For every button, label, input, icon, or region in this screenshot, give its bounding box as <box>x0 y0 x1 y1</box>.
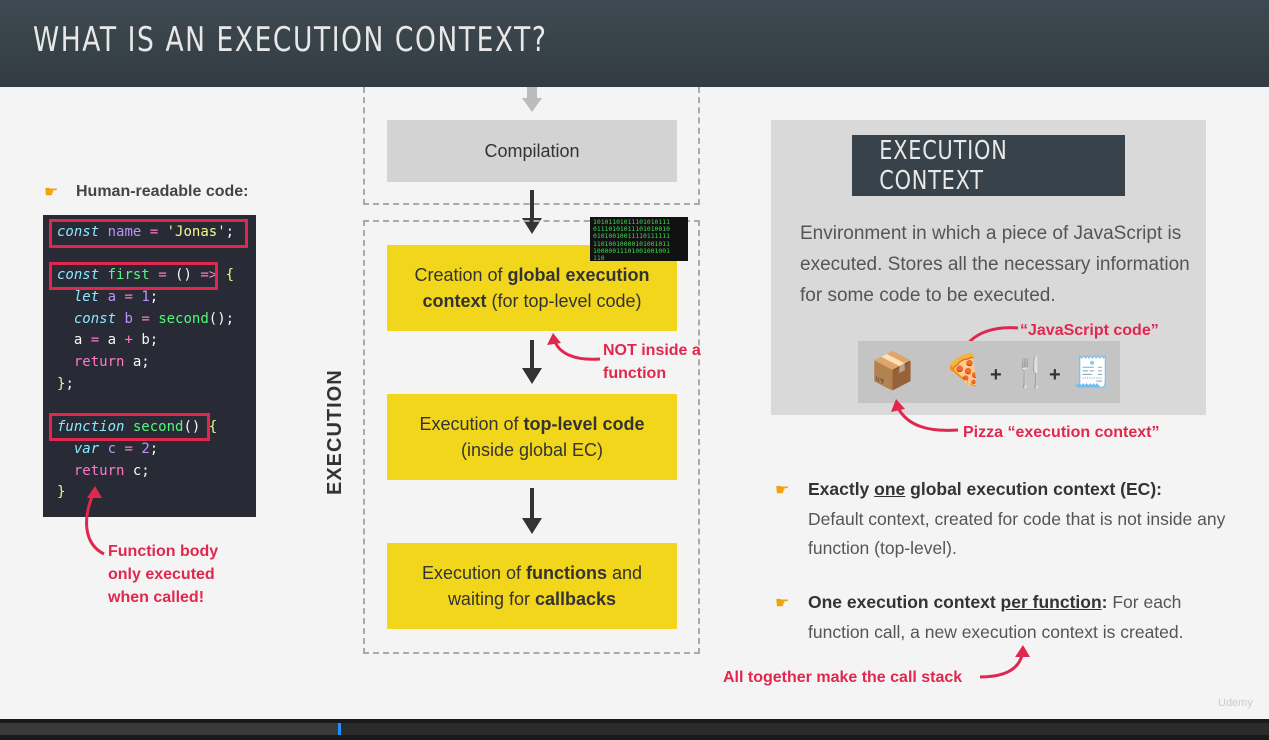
pointing-hand-icon: ☛ <box>775 482 790 499</box>
creation-gec-box: Creation of global execution context (fo… <box>387 245 677 331</box>
ec-description: Environment in which a piece of JavaScri… <box>800 223 1190 306</box>
call-stack-note: All together make the call stack <box>723 669 963 686</box>
udemy-watermark: Udemy <box>1218 697 1253 709</box>
bullet-per-function: One execution context per function: For … <box>808 588 1228 647</box>
ec-title: EXECUTION CONTEXT <box>852 135 1125 196</box>
receipt-icon: 🧾 <box>1073 356 1111 389</box>
title-bar: WHAT IS AN EXECUTION CONTEXT? <box>0 0 1269 87</box>
step3-bold: functions <box>526 563 607 583</box>
code-line: function second() { <box>57 419 218 436</box>
curved-arrow-icon <box>979 645 1030 679</box>
highlight-box <box>49 413 210 441</box>
pointing-hand-icon: ☛ <box>44 184 59 201</box>
code-line: let a = 1; <box>73 289 159 306</box>
bullet1-lead: Exactly <box>808 479 875 499</box>
execution-frame <box>363 220 700 654</box>
video-progress-bar[interactable] <box>0 719 1269 740</box>
down-arrow-icon <box>522 488 542 534</box>
execution-label: EXECUTION <box>324 369 346 495</box>
curved-arrow-icon <box>85 486 105 556</box>
function-body-note: Function body only executed when called! <box>108 543 219 606</box>
bullet2-lead: One execution context <box>808 592 1001 612</box>
step1-text-end: (for top-level code) <box>486 291 642 311</box>
box-icon: 📦 <box>870 350 915 391</box>
code-line: } <box>57 484 66 501</box>
binary-code-image: 10101101011101010111 0111010101110101001… <box>590 217 688 261</box>
execution-functions-box: Execution of functions and waiting for c… <box>387 543 677 629</box>
down-arrow-icon <box>522 190 542 234</box>
plus-sign: + <box>1049 364 1061 386</box>
code-line: return c; <box>73 462 150 479</box>
step2-text-end: (inside global EC) <box>460 440 604 460</box>
ec-title-text: EXECUTION CONTEXT <box>879 135 1008 196</box>
bullet2-underline: per function <box>1000 592 1102 612</box>
code-line: var c = 2; <box>73 440 159 457</box>
highlight-box <box>49 262 218 290</box>
js-code-note: “JavaScript code” <box>1020 322 1159 339</box>
arrow-stem <box>527 87 537 99</box>
pizza-ec-note: Pizza “execution context” <box>963 424 1160 441</box>
bullet1-lead-end: global execution context (EC): <box>905 479 1162 499</box>
cutlery-icon: 🍴 <box>1012 356 1050 389</box>
plus-sign: + <box>990 364 1002 386</box>
progress-played <box>0 723 338 735</box>
pizza-analogy-strip <box>858 341 1120 403</box>
pointing-hand-icon: ☛ <box>775 595 790 612</box>
compilation-box: Compilation <box>387 120 677 182</box>
bullet2-text: For each function call, a new execution … <box>808 592 1184 642</box>
code-line: const name = 'Jonas'; <box>57 224 235 240</box>
step3-text: Execution of <box>421 563 526 583</box>
step3-bold-end: callbacks <box>534 589 617 609</box>
step1-text: Creation of <box>414 265 508 285</box>
step1-bold: global execution context <box>422 265 650 311</box>
not-inside-note: NOT inside a function <box>603 342 701 382</box>
code-line: }; <box>57 375 74 392</box>
slide-title: WHAT IS AN EXECUTION CONTEXT? <box>33 20 548 60</box>
code-line: a = a + b; <box>57 332 159 349</box>
code-line: const first = () => { <box>57 267 235 284</box>
code-line: const b = second(); <box>73 310 235 327</box>
bullet1-text: Default context, created for code that i… <box>808 508 1226 559</box>
down-arrow-icon <box>522 98 542 112</box>
progress-scrubber[interactable] <box>337 723 341 735</box>
human-readable-label: Human-readable code: <box>76 183 249 200</box>
execution-top-level-box: Execution of top-level code (inside globa… <box>387 394 677 480</box>
pizza-icon: 🍕 <box>945 354 983 387</box>
curved-arrow-icon <box>891 399 959 432</box>
curved-arrow-icon <box>547 333 601 361</box>
highlight-box <box>49 219 248 248</box>
step3-text-mid: and waiting for <box>447 563 643 609</box>
bullet2-colon: : <box>1101 592 1108 612</box>
down-arrow-icon <box>522 340 542 384</box>
bullet1-underline: one <box>874 479 906 499</box>
step2-bold: top-level code <box>523 414 645 434</box>
code-block: const name = 'Jonas'; const first = () =… <box>43 215 256 517</box>
bullet-global-ec: Exactly one global execution context (EC… <box>808 475 1228 564</box>
code-line: return a; <box>73 354 150 371</box>
step2-text: Execution of <box>419 414 524 434</box>
